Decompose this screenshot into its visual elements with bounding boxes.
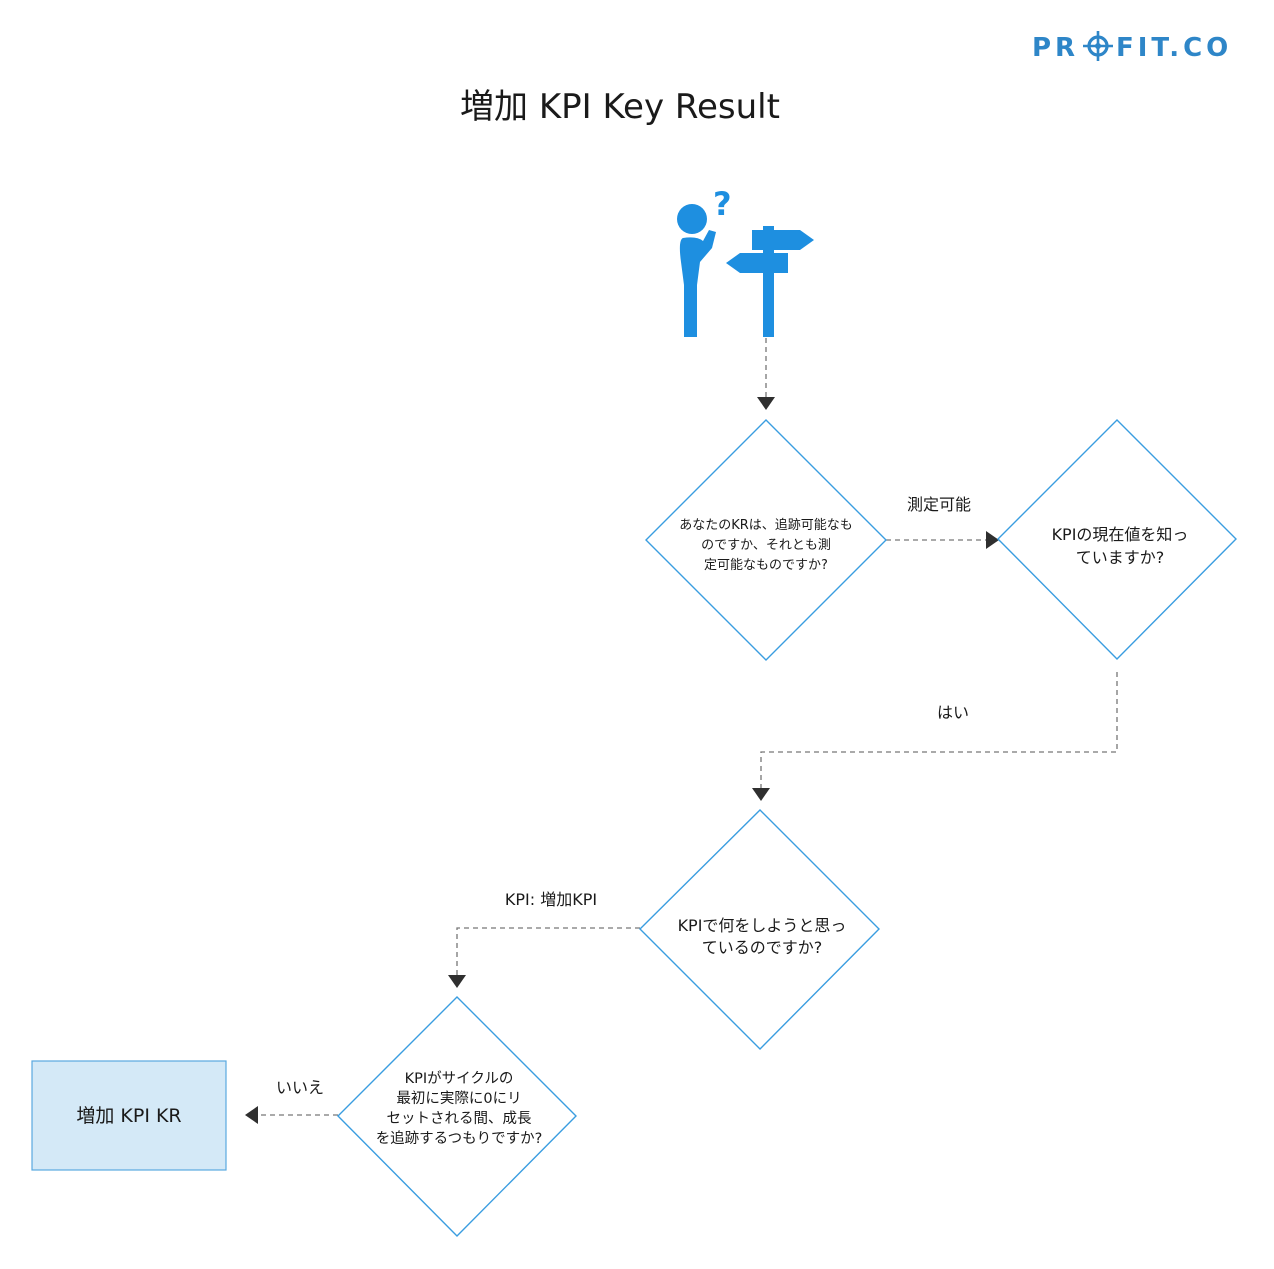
svg-text:?: ? (713, 185, 732, 223)
edge-label-measurable: 測定可能 (907, 495, 971, 514)
decision-text-line: KPIで何をしようと思っ (678, 916, 847, 935)
decision-text-line: ているのですか? (702, 938, 823, 957)
page-title: 増加 KPI Key Result (460, 87, 780, 127)
decision-text-line: KPIがサイクルの (405, 1070, 514, 1087)
target-icon (1083, 31, 1113, 61)
decision-kpi-intent: KPIで何をしようと思っ ているのですか? (639, 809, 880, 1050)
connector-q2-q3 (760, 672, 1118, 789)
edge-label-increase-kpi: KPI: 増加KPI (505, 890, 597, 909)
decision-text-line: を追跡するつもりですか? (376, 1130, 543, 1147)
decision-text-line: ていますか? (1076, 548, 1165, 567)
decision-text-line: 最初に実際に0にリ (396, 1090, 521, 1107)
arrowhead (757, 397, 775, 410)
profit-co-logo: PR FIT.CO (1032, 31, 1232, 63)
arrowhead (752, 788, 770, 801)
result-increase-kpi-kr: 増加 KPI KR (31, 1060, 227, 1171)
edge-label-no: いいえ (276, 1078, 324, 1097)
decision-text-line: のですか、それとも測 (701, 538, 831, 553)
edge-label-yes: はい (937, 703, 969, 722)
decision-trackable-or-measurable: あなたのKRは、追跡可能なも のですか、それとも測 定可能なものですか? (645, 419, 887, 661)
arrowhead (245, 1106, 258, 1124)
connectors (245, 338, 1118, 1124)
logo-text-after: FIT.CO (1116, 33, 1232, 63)
decision-track-growth-reset: KPIがサイクルの 最初に実際に0にリ セットされる間、成長 を追跡するつもりで… (337, 996, 577, 1237)
decision-text-line: あなたのKRは、追跡可能なも (679, 517, 853, 533)
arrowhead (448, 975, 466, 988)
decision-text-line: セットされる間、成長 (387, 1110, 532, 1127)
thinking-person-signpost-icon: ? (677, 185, 814, 337)
decision-text-line: 定可能なものですか? (704, 558, 828, 573)
arrowhead (986, 531, 999, 549)
logo-text-before: PR (1032, 33, 1079, 63)
decision-text-line: KPIの現在値を知っ (1052, 525, 1189, 544)
connector-q3-q4 (456, 927, 640, 976)
decision-know-current-value: KPIの現在値を知っ ていますか? (997, 419, 1237, 660)
result-label: 増加 KPI KR (76, 1105, 181, 1127)
